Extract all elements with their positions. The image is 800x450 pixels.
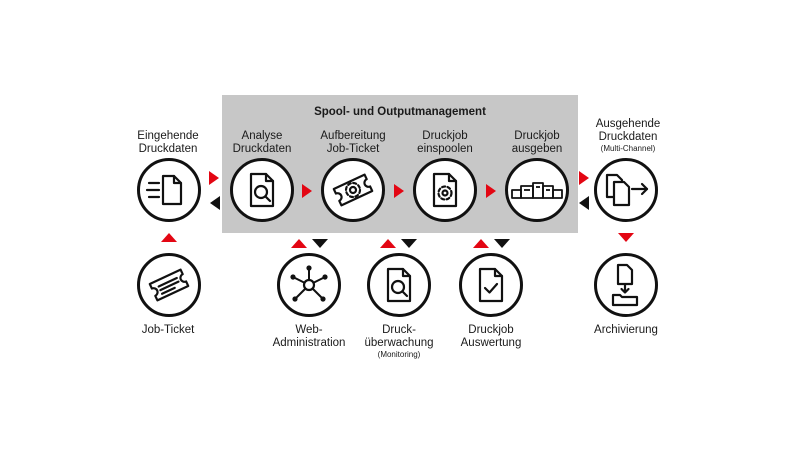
arrow-right-red	[486, 184, 496, 198]
label-line: ausgeben	[511, 143, 563, 155]
arrow-left-black	[579, 196, 589, 210]
label-ausgeben: Druckjob ausgeben	[497, 130, 577, 156]
network-hub-icon	[290, 265, 328, 302]
label-line: einspoolen	[417, 143, 473, 155]
printer-line-icon	[511, 182, 563, 199]
label-ueberwachung: Druck- überwachung (Monitoring)	[354, 324, 444, 360]
arrow-up-red	[473, 239, 489, 248]
label-auswertung: Druckjob Auswertung	[446, 324, 536, 350]
label-line: Druckjob	[422, 130, 468, 142]
label-line: Eingehende	[137, 130, 199, 142]
label-line: Druckjob	[514, 130, 560, 142]
circle-analyse	[230, 158, 294, 222]
ticket-gear-icon	[332, 173, 374, 207]
circle-ueberwachung	[367, 253, 431, 317]
ticket-icon	[148, 268, 190, 302]
label-analyse: Analyse Druckdaten	[222, 130, 302, 156]
incoming-documents-icon	[145, 174, 183, 206]
arrow-down-red	[618, 233, 634, 242]
label-aufbereitung: Aufbereitung Job-Ticket	[313, 130, 393, 156]
arrow-left-black	[210, 196, 220, 210]
label-line: Druckdaten	[598, 131, 658, 143]
document-gear-icon	[432, 172, 458, 208]
arrow-up-red	[291, 239, 307, 248]
label-line: Druckdaten	[138, 143, 198, 155]
label-line: Druckjob	[468, 324, 514, 336]
document-search-icon	[249, 172, 275, 208]
archive-folder-icon	[611, 263, 639, 307]
label-line: Aufbereitung	[320, 130, 386, 142]
label-line: Auswertung	[460, 337, 522, 349]
label-webadmin: Web- Administration	[264, 324, 354, 350]
circle-jobticket	[137, 253, 201, 317]
document-check-icon	[478, 267, 504, 303]
circle-ausgeben	[505, 158, 569, 222]
label-archivierung: Archivierung	[594, 324, 658, 336]
circle-eingehende	[137, 158, 201, 222]
arrow-down-black	[494, 239, 510, 248]
label-note: (Multi-Channel)	[600, 144, 656, 153]
label-line: Administration	[272, 337, 346, 349]
label-line: Analyse	[241, 130, 283, 142]
circle-einspoolen	[413, 158, 477, 222]
arrow-down-black	[401, 239, 417, 248]
label-note: (Monitoring)	[377, 350, 421, 359]
circle-auswertung	[459, 253, 523, 317]
label-ausgehende: Ausgehende Druckdaten (Multi-Channel)	[583, 118, 673, 154]
arrow-down-black	[312, 239, 328, 248]
label-einspoolen: Druckjob einspoolen	[405, 130, 485, 156]
circle-ausgehende	[594, 158, 658, 222]
label-eingehende: Eingehende Druckdaten	[128, 130, 208, 156]
circle-archivierung	[594, 253, 658, 317]
arrow-right-red	[209, 171, 219, 185]
circle-aufbereitung	[321, 158, 385, 222]
label-jobticket: Job-Ticket	[141, 324, 195, 336]
arrow-right-red	[302, 184, 312, 198]
arrow-right-red	[579, 171, 589, 185]
label-line: Ausgehende	[595, 118, 661, 130]
label-line: überwachung	[364, 337, 434, 349]
arrow-up-red	[161, 233, 177, 242]
label-line: Job-Ticket	[326, 143, 380, 155]
outgoing-documents-icon	[605, 173, 649, 207]
label-line: Druck-	[382, 324, 416, 336]
arrow-up-red	[380, 239, 396, 248]
label-line: Web-	[295, 324, 323, 336]
arrow-right-red	[394, 184, 404, 198]
circle-webadmin	[277, 253, 341, 317]
label-line: Druckdaten	[232, 143, 292, 155]
document-magnifier-icon	[386, 267, 412, 303]
box-title: Spool- und Outputmanagement	[314, 106, 486, 118]
